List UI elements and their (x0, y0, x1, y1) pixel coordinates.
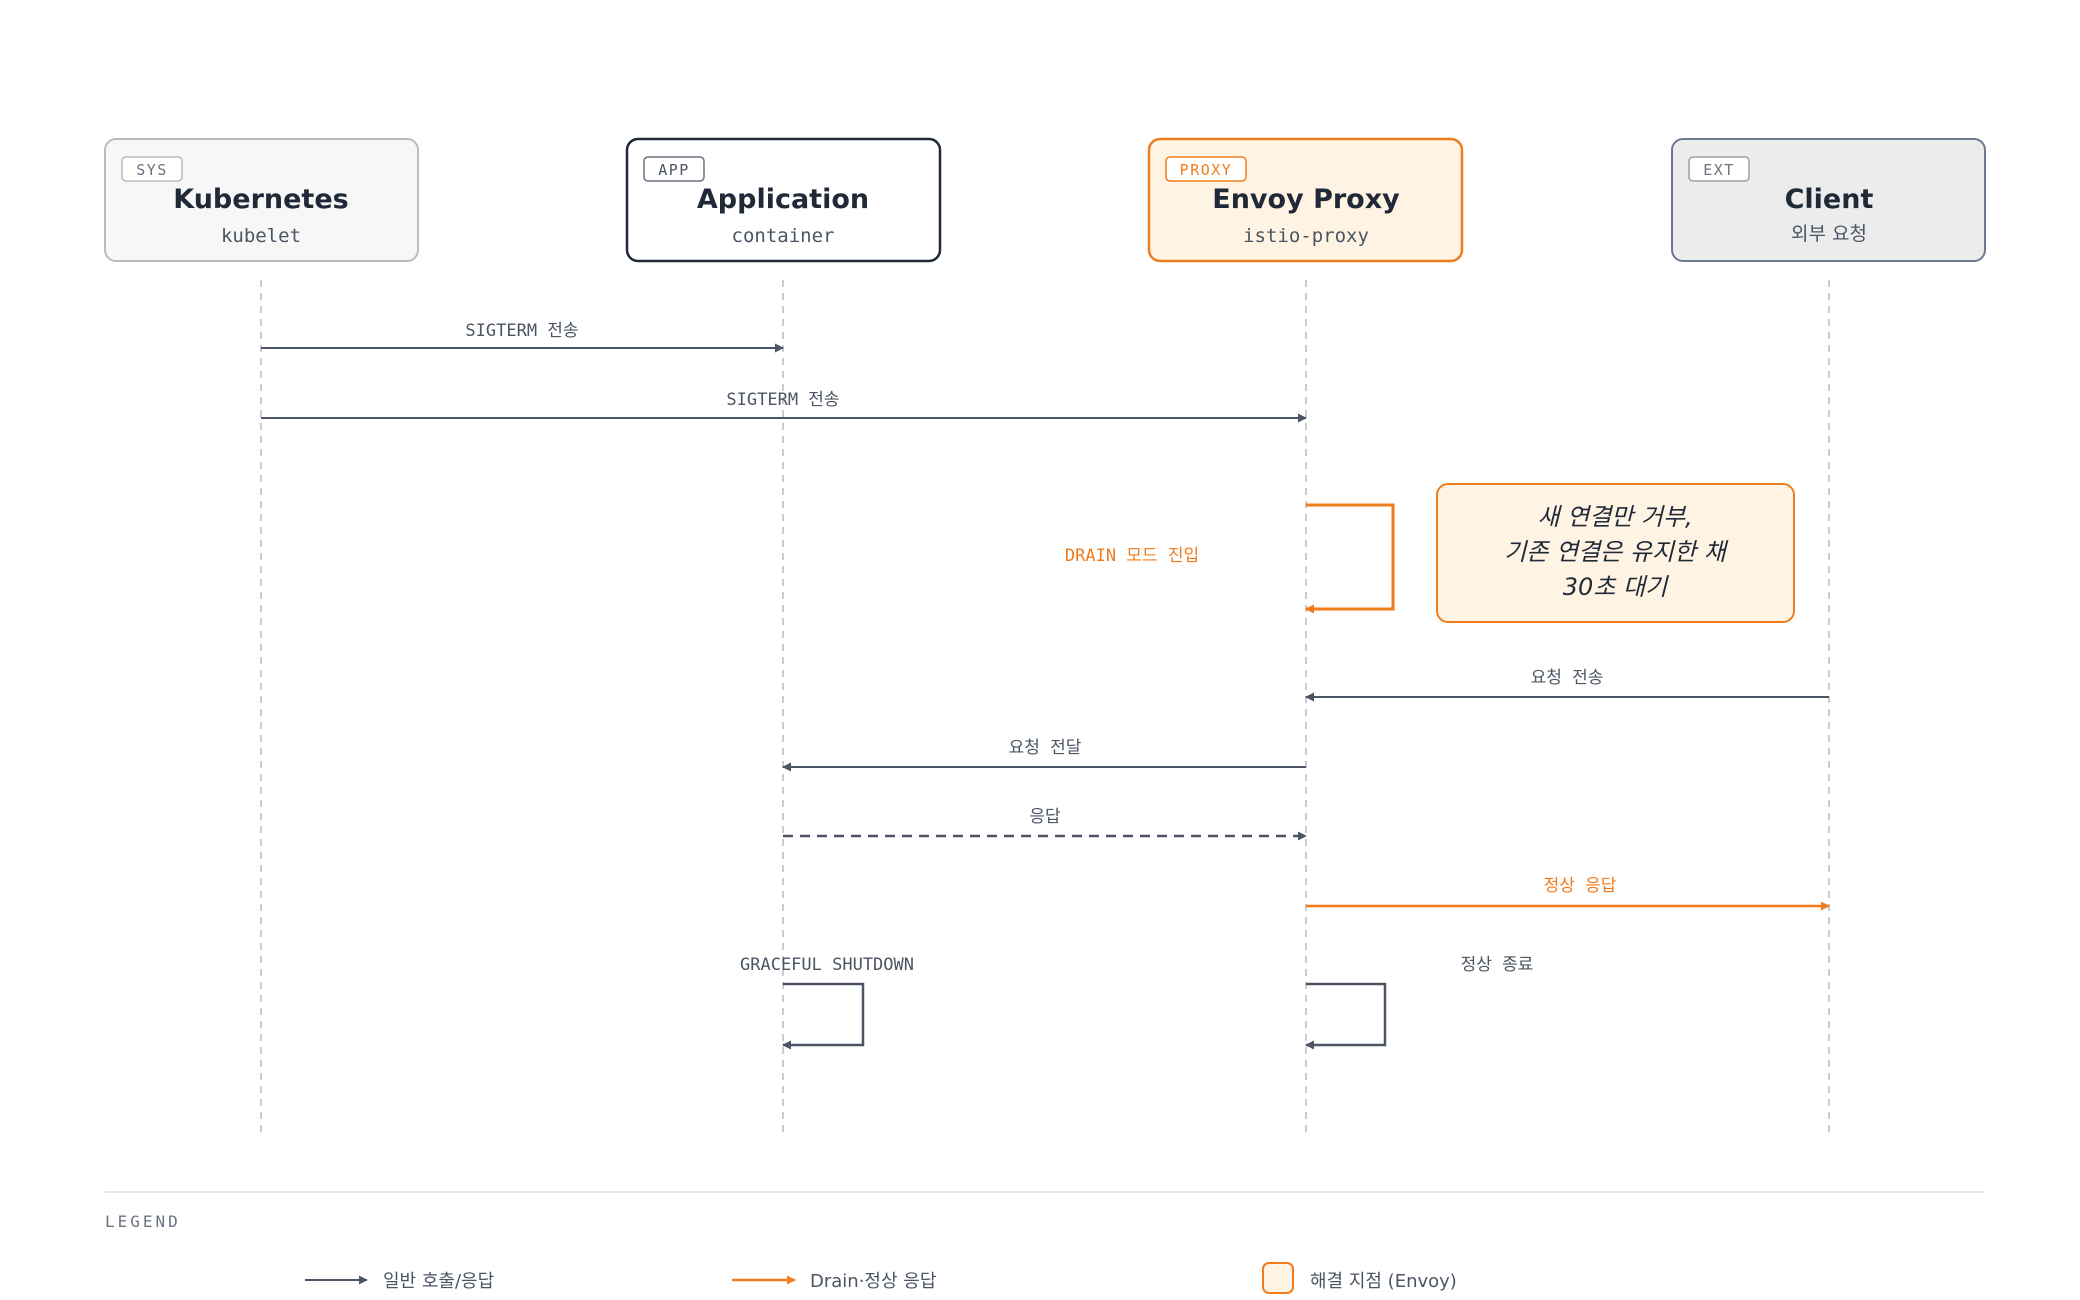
participant-tag: APP (658, 161, 690, 179)
legend-label: Drain·정상 응답 (810, 1271, 936, 1292)
participant-tag: PROXY (1180, 161, 1233, 179)
self-loop-arrow (1305, 503, 1395, 614)
note-line: 새 연결만 거부, (1537, 503, 1692, 531)
message-label: DRAIN 모드 진입 (1065, 546, 1199, 566)
message-label: SIGTERM 전송 (726, 390, 839, 410)
lifelines (260, 280, 1830, 1135)
participant-envoy: PROXY Envoy Proxy istio-proxy (1147, 137, 1464, 263)
message-label: 요청 전달 (1009, 738, 1082, 758)
message-label: SIGTERM 전송 (465, 321, 578, 341)
legend-label: 일반 호출/응답 (383, 1271, 494, 1292)
participant-sub: istio-proxy (1243, 225, 1369, 247)
legend-item-normal: 일반 호출/응답 (305, 1271, 494, 1292)
participant-name: Kubernetes (173, 184, 348, 215)
participant-tag: SYS (136, 161, 168, 179)
message-label: 정상 응답 (1544, 876, 1617, 896)
message-label: 요청 전송 (1531, 668, 1604, 688)
note-drain: 새 연결만 거부, 기존 연결은 유지한 채 30초 대기 (1436, 483, 1795, 623)
message-graceful-shutdown: GRACEFUL SHUTDOWN (740, 955, 914, 1050)
note-box (1436, 483, 1795, 623)
note-line: 기존 연결은 유지한 채 (1504, 538, 1729, 566)
participant-client: EXT Client 외부 요청 (1671, 138, 1986, 262)
message-sigterm-to-envoy: SIGTERM 전송 (261, 390, 1307, 423)
participant-tag-box (121, 156, 183, 182)
legend-item-resolution: 해결 지점 (Envoy) (1262, 1262, 1457, 1294)
self-loop-arrow (1305, 982, 1387, 1050)
note-line: 30초 대기 (1563, 573, 1669, 601)
participant-tag-box (1688, 156, 1750, 182)
legend-item-drain: Drain·정상 응답 (732, 1271, 936, 1292)
participant-tag-box (1165, 156, 1247, 182)
participant-box (104, 138, 419, 262)
participant-name: Client (1785, 184, 1874, 215)
legend-orange-box (1262, 1262, 1294, 1294)
message-request-forward: 요청 전달 (782, 738, 1306, 772)
self-loop-arrow (782, 982, 865, 1050)
message-normal-response: 정상 응답 (1306, 876, 1830, 911)
message-request-send: 요청 전송 (1305, 668, 1829, 702)
message-label: GRACEFUL SHUTDOWN (740, 955, 914, 975)
participant-tag-box (643, 156, 705, 182)
message-drain-self: DRAIN 모드 진입 (1065, 503, 1395, 614)
participant-box (1671, 138, 1986, 262)
legend-title: LEGEND (105, 1212, 181, 1231)
message-sigterm-to-app: SIGTERM 전송 (261, 321, 784, 353)
message-normal-shutdown: 정상 종료 (1305, 955, 1534, 1050)
participant-application: APP Application container (625, 137, 942, 263)
message-label: 응답 (1029, 807, 1061, 827)
participant-name: Envoy Proxy (1212, 184, 1400, 215)
participant-sub: 외부 요청 (1791, 223, 1867, 245)
participant-sub: kubelet (221, 225, 301, 247)
participant-box (625, 137, 942, 263)
participant-tag: EXT (1703, 161, 1735, 179)
legend-label: 해결 지점 (Envoy) (1310, 1271, 1457, 1292)
participant-sub: container (732, 225, 835, 247)
message-response: 응답 (783, 807, 1307, 841)
participant-kubernetes: SYS Kubernetes kubelet (104, 138, 419, 262)
participant-name: Application (697, 184, 869, 215)
legend: LEGEND 일반 호출/응답 Drain·정상 응답 해결 지점 (Envoy… (105, 1191, 1985, 1294)
message-label: 정상 종료 (1461, 955, 1534, 975)
